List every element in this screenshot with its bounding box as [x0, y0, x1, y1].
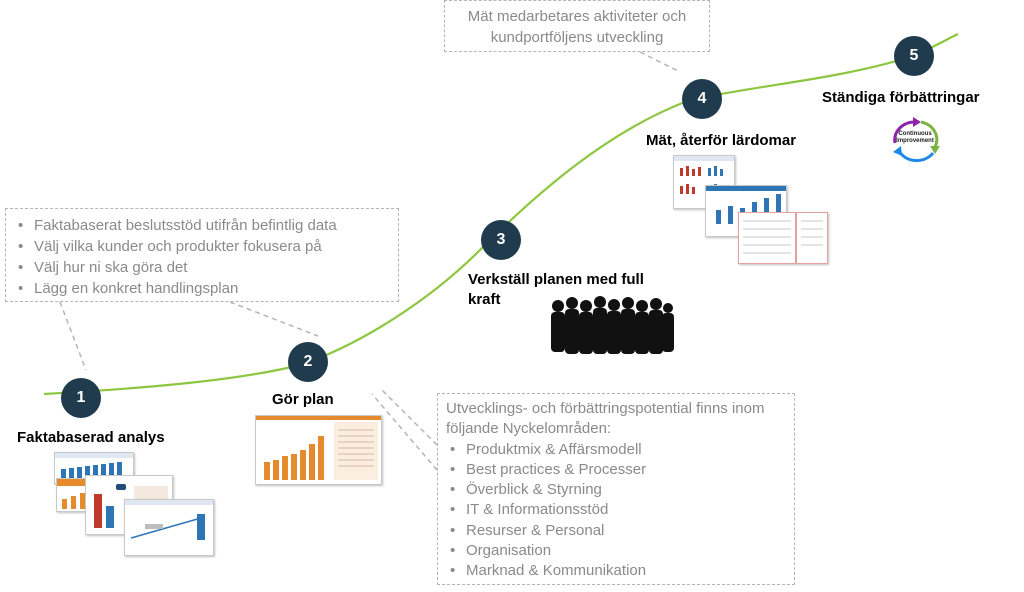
callout-analysis-item: Välj vilka kunder och produkter fokusera…: [14, 236, 390, 257]
mini-notes: [801, 220, 823, 246]
step-4-title: Mät, återför lärdomar: [646, 132, 797, 149]
callout-measure-text: Mät medarbetares aktiviteter och kundpor…: [467, 8, 687, 46]
analysis-thumbnail-4: [124, 499, 214, 556]
step-2-title: Gör plan: [272, 391, 334, 408]
callout-analysis: Faktabaserat beslutsstöd utifrån befintl…: [5, 208, 399, 302]
callout-potential-intro: Utvecklings- och förbättringspotential f…: [446, 400, 765, 438]
callout-potential-item: Marknad & Kommunikation: [446, 561, 786, 582]
continuous-improvement-label: Continuous Improvement: [893, 131, 937, 145]
continuous-improvement-cycle-icon: Continuous Improvement: [887, 117, 943, 163]
continuous-improvement-line1: Continuous: [898, 131, 932, 137]
callout-potential: Utvecklings- och förbättringspotential f…: [437, 393, 795, 585]
callout-analysis-item: Faktabaserat beslutsstöd utifrån befintl…: [14, 215, 390, 236]
callout-analysis-item: Lägg en konkret handlingsplan: [14, 278, 390, 299]
step-3-title: Verkställ planen med full kraft: [468, 271, 644, 308]
callout-potential-item: Best practices & Processer: [446, 460, 786, 481]
step-1-circle: 1: [61, 378, 101, 418]
continuous-improvement-line2: Improvement: [896, 138, 934, 144]
callout-potential-item: IT & Informationsstöd: [446, 500, 786, 521]
cycle-arrows: [893, 117, 940, 163]
callout-measure: Mät medarbetares aktiviteter och kundpor…: [444, 0, 710, 52]
step-3-circle: 3: [481, 220, 521, 260]
mini-checklist: [743, 220, 791, 254]
callout-potential-item: Resurser & Personal: [446, 521, 786, 542]
mini-trend-chart: [125, 500, 213, 540]
mini-bar-chart: [55, 453, 133, 481]
plan-thumbnail: [255, 415, 382, 485]
crowd-silhouette-icon: [551, 296, 674, 354]
callout-potential-item: Överblick & Styrning: [446, 480, 786, 501]
callout-analysis-item: Välj hur ni ska göra det: [14, 257, 390, 278]
measure-thumbnail-3: [738, 212, 796, 264]
step-4-circle: 4: [682, 79, 722, 119]
step-5-circle: 5: [894, 36, 934, 76]
step-5-title: Ständiga förbättringar: [822, 89, 980, 106]
plan-chart: [256, 416, 381, 480]
callout-potential-item: Organisation: [446, 541, 786, 562]
step-2-circle: 2: [288, 342, 328, 382]
step-1-title: Faktabaserad analys: [17, 429, 165, 446]
measure-thumbnail-4: [796, 212, 828, 264]
callout-potential-item: Produktmix & Affärsmodell: [446, 440, 786, 461]
